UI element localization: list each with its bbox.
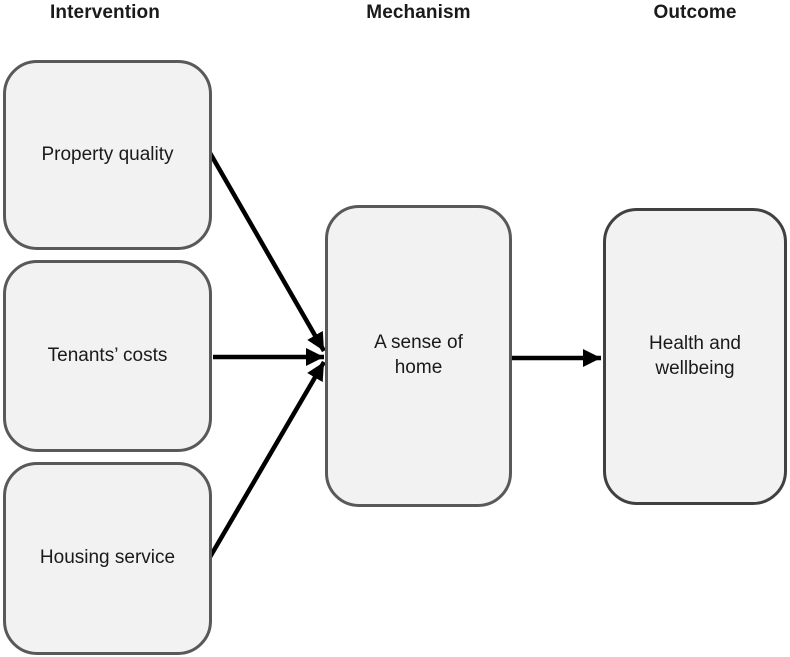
arrow-property-to-home — [208, 151, 326, 353]
node-health-wellbeing-label: Health and wellbeing — [649, 332, 741, 379]
node-property-quality: Property quality — [3, 60, 212, 250]
column-header-outcome: Outcome — [653, 2, 737, 23]
column-header-intervention: Intervention — [50, 2, 160, 23]
node-sense-of-home: A sense of home — [325, 205, 512, 507]
node-health-wellbeing: Health and wellbeing — [603, 208, 787, 505]
node-housing-service: Housing service — [3, 462, 212, 655]
column-header-mechanism: Mechanism — [366, 2, 471, 23]
node-tenants-costs-label: Tenants’ costs — [47, 344, 168, 366]
node-property-quality-label: Property quality — [41, 143, 174, 165]
node-tenants-costs: Tenants’ costs — [3, 260, 212, 452]
arrow-housing-to-home — [208, 360, 326, 559]
node-sense-of-home-label: A sense of home — [374, 332, 463, 378]
node-housing-service-label: Housing service — [39, 547, 176, 569]
